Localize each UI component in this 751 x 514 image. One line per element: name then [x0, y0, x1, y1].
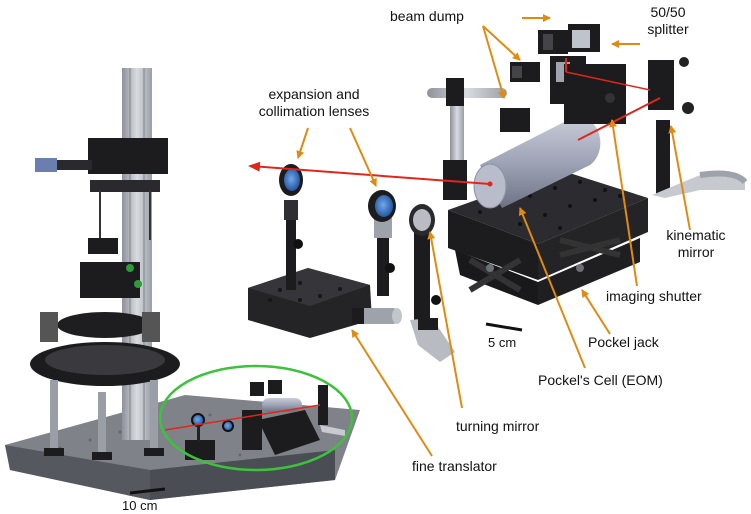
label-splitter: 50/50 splitter [636, 4, 700, 38]
pockels-cell [473, 116, 601, 209]
label-lenses-line1: expansion and [268, 86, 360, 102]
expansion-lens-1 [279, 164, 303, 290]
label-scale-10cm: 10 cm [122, 498, 158, 513]
full-system-illustration [5, 68, 360, 500]
label-fine-translator: fine translator [412, 458, 497, 474]
label-pockel-jack: Pockel jack [588, 334, 659, 350]
label-splitter-line1: 50/50 [650, 4, 686, 20]
label-scale-5cm: 5 cm [488, 335, 517, 350]
label-lenses-line2: collimation lenses [258, 103, 370, 119]
label-kinematic-line1: kinematic [666, 227, 726, 243]
label-kinematic-line2: mirror [677, 244, 715, 260]
annotation-arrows [296, 14, 691, 457]
turning-mirror-assembly [409, 204, 455, 362]
pockel-jack [448, 170, 648, 305]
label-pockels-cell: Pockel's Cell (EOM) [538, 372, 663, 388]
expansion-lens-2 [368, 190, 396, 296]
module-closeup-illustration [248, 24, 748, 362]
module-highlight-circle [158, 364, 354, 472]
label-beam-dump: beam dump [390, 8, 464, 24]
label-imaging-shutter: imaging shutter [606, 288, 702, 304]
label-kinematic-mirror: kinematic mirror [656, 227, 736, 261]
beam-dumps [500, 30, 568, 132]
label-splitter-line2: splitter [647, 21, 689, 37]
scale-bar-5cm [485, 322, 523, 332]
mini-optics-module [164, 380, 345, 460]
label-turning-mirror: turning mirror [456, 418, 540, 434]
label-expansion-collimation-lenses: expansion and collimation lenses [234, 86, 394, 120]
kinematic-mirror-assembly [648, 57, 748, 198]
scale-bar-10cm [129, 487, 166, 495]
